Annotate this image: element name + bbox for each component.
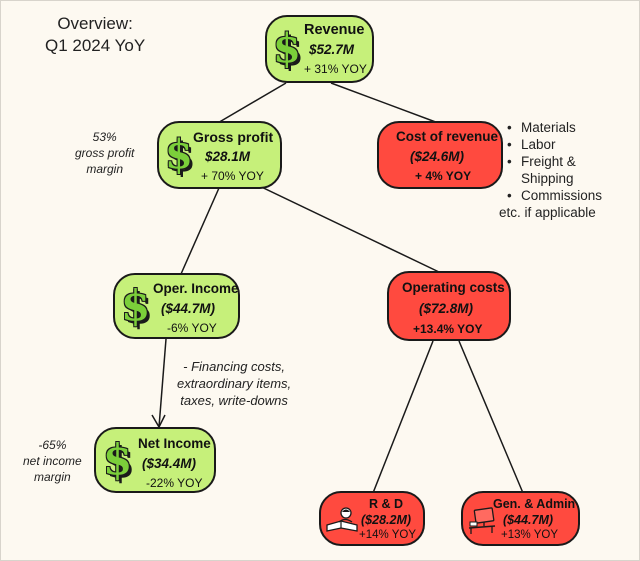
node-gen-admin: Gen. & Admin ($44.7M) +13% YOY bbox=[461, 491, 580, 546]
oper-income-change: -6% YOY bbox=[167, 321, 217, 335]
cost-of-revenue-items: Materials Labor Freight & Shipping Commi… bbox=[499, 119, 602, 221]
cost-item-continuation: Shipping bbox=[521, 171, 574, 186]
net-income-change: -22% YOY bbox=[146, 476, 203, 490]
node-operating-costs: Operating costs ($72.8M) +13.4% YOY bbox=[387, 271, 511, 341]
operating-costs-value: ($72.8M) bbox=[419, 301, 474, 316]
revenue-value: $52.7M bbox=[309, 42, 355, 57]
node-oper-income: $ Oper. Income ($44.7M) -6% YOY bbox=[113, 273, 240, 339]
connector-revenue-cost bbox=[330, 82, 442, 125]
cost-item: Freight & bbox=[507, 153, 602, 170]
node-net-income: $ Net Income ($34.4M) -22% YOY bbox=[94, 427, 216, 493]
dollar-icon: $ bbox=[273, 25, 301, 72]
revenue-label: Revenue bbox=[304, 22, 365, 38]
connector-oper-net bbox=[158, 338, 167, 428]
rd-change: +14% YOY bbox=[359, 529, 417, 541]
title-line-2: Q1 2024 YoY bbox=[45, 36, 146, 55]
node-revenue: $ Revenue $52.7M + 31% YOY bbox=[265, 15, 374, 83]
cost-item: Commissions bbox=[507, 187, 602, 204]
operating-costs-change: +13.4% YOY bbox=[413, 322, 483, 336]
connector-gross-opcosts bbox=[252, 182, 440, 273]
cost-item: Materials bbox=[507, 119, 602, 136]
connector-opcosts-ga bbox=[458, 340, 524, 494]
oper-income-label: Oper. Income bbox=[153, 281, 239, 296]
rd-value: ($28.2M) bbox=[361, 513, 412, 527]
dollar-icon: $ bbox=[165, 131, 193, 178]
cost-item-continuation: etc. if applicable bbox=[499, 205, 596, 220]
node-rd: R & D ($28.2M) +14% YOY bbox=[319, 491, 425, 546]
oper-income-value: ($44.7M) bbox=[161, 301, 216, 316]
operating-costs-label: Operating costs bbox=[402, 280, 505, 295]
cost-item: Labor bbox=[507, 136, 602, 153]
dollar-icon: $ bbox=[103, 435, 133, 484]
diagram-title: Overview: Q1 2024 YoY bbox=[45, 13, 145, 57]
connector-opcosts-rd bbox=[372, 340, 434, 494]
cost-of-revenue-change: + 4% YOY bbox=[415, 169, 472, 183]
connector-gross-oper bbox=[180, 187, 220, 275]
gross-margin-note: 53% gross profit margin bbox=[75, 130, 135, 176]
gross-profit-value: $28.1M bbox=[205, 149, 251, 164]
gen-admin-label: Gen. & Admin bbox=[493, 497, 576, 511]
revenue-change: + 31% YOY bbox=[304, 62, 367, 76]
arrow-head-net bbox=[151, 414, 166, 429]
net-margin-note: -65% net income margin bbox=[23, 438, 82, 484]
gen-admin-change: +13% YOY bbox=[501, 529, 559, 541]
gen-admin-value: ($44.7M) bbox=[503, 513, 554, 527]
node-cost-of-revenue: Cost of revenue ($24.6M) + 4% YOY bbox=[377, 121, 503, 189]
net-income-value: ($34.4M) bbox=[142, 456, 197, 471]
dollar-icon: $ bbox=[121, 281, 151, 330]
reading-person-icon bbox=[326, 507, 358, 532]
gross-profit-change: + 70% YOY bbox=[201, 169, 264, 183]
net-income-label: Net Income bbox=[138, 436, 211, 451]
gross-profit-label: Gross profit bbox=[193, 129, 274, 145]
cost-of-revenue-value: ($24.6M) bbox=[410, 149, 465, 164]
cost-of-revenue-label: Cost of revenue bbox=[396, 129, 499, 144]
financing-note: - Financing costs, extraordinary items, … bbox=[177, 359, 292, 408]
computer-desk-icon bbox=[468, 507, 496, 534]
connector-revenue-gross bbox=[215, 82, 287, 125]
node-gross-profit: $ Gross profit $28.1M + 70% YOY bbox=[157, 121, 282, 189]
title-line-1: Overview: bbox=[57, 14, 133, 33]
rd-label: R & D bbox=[369, 497, 404, 511]
